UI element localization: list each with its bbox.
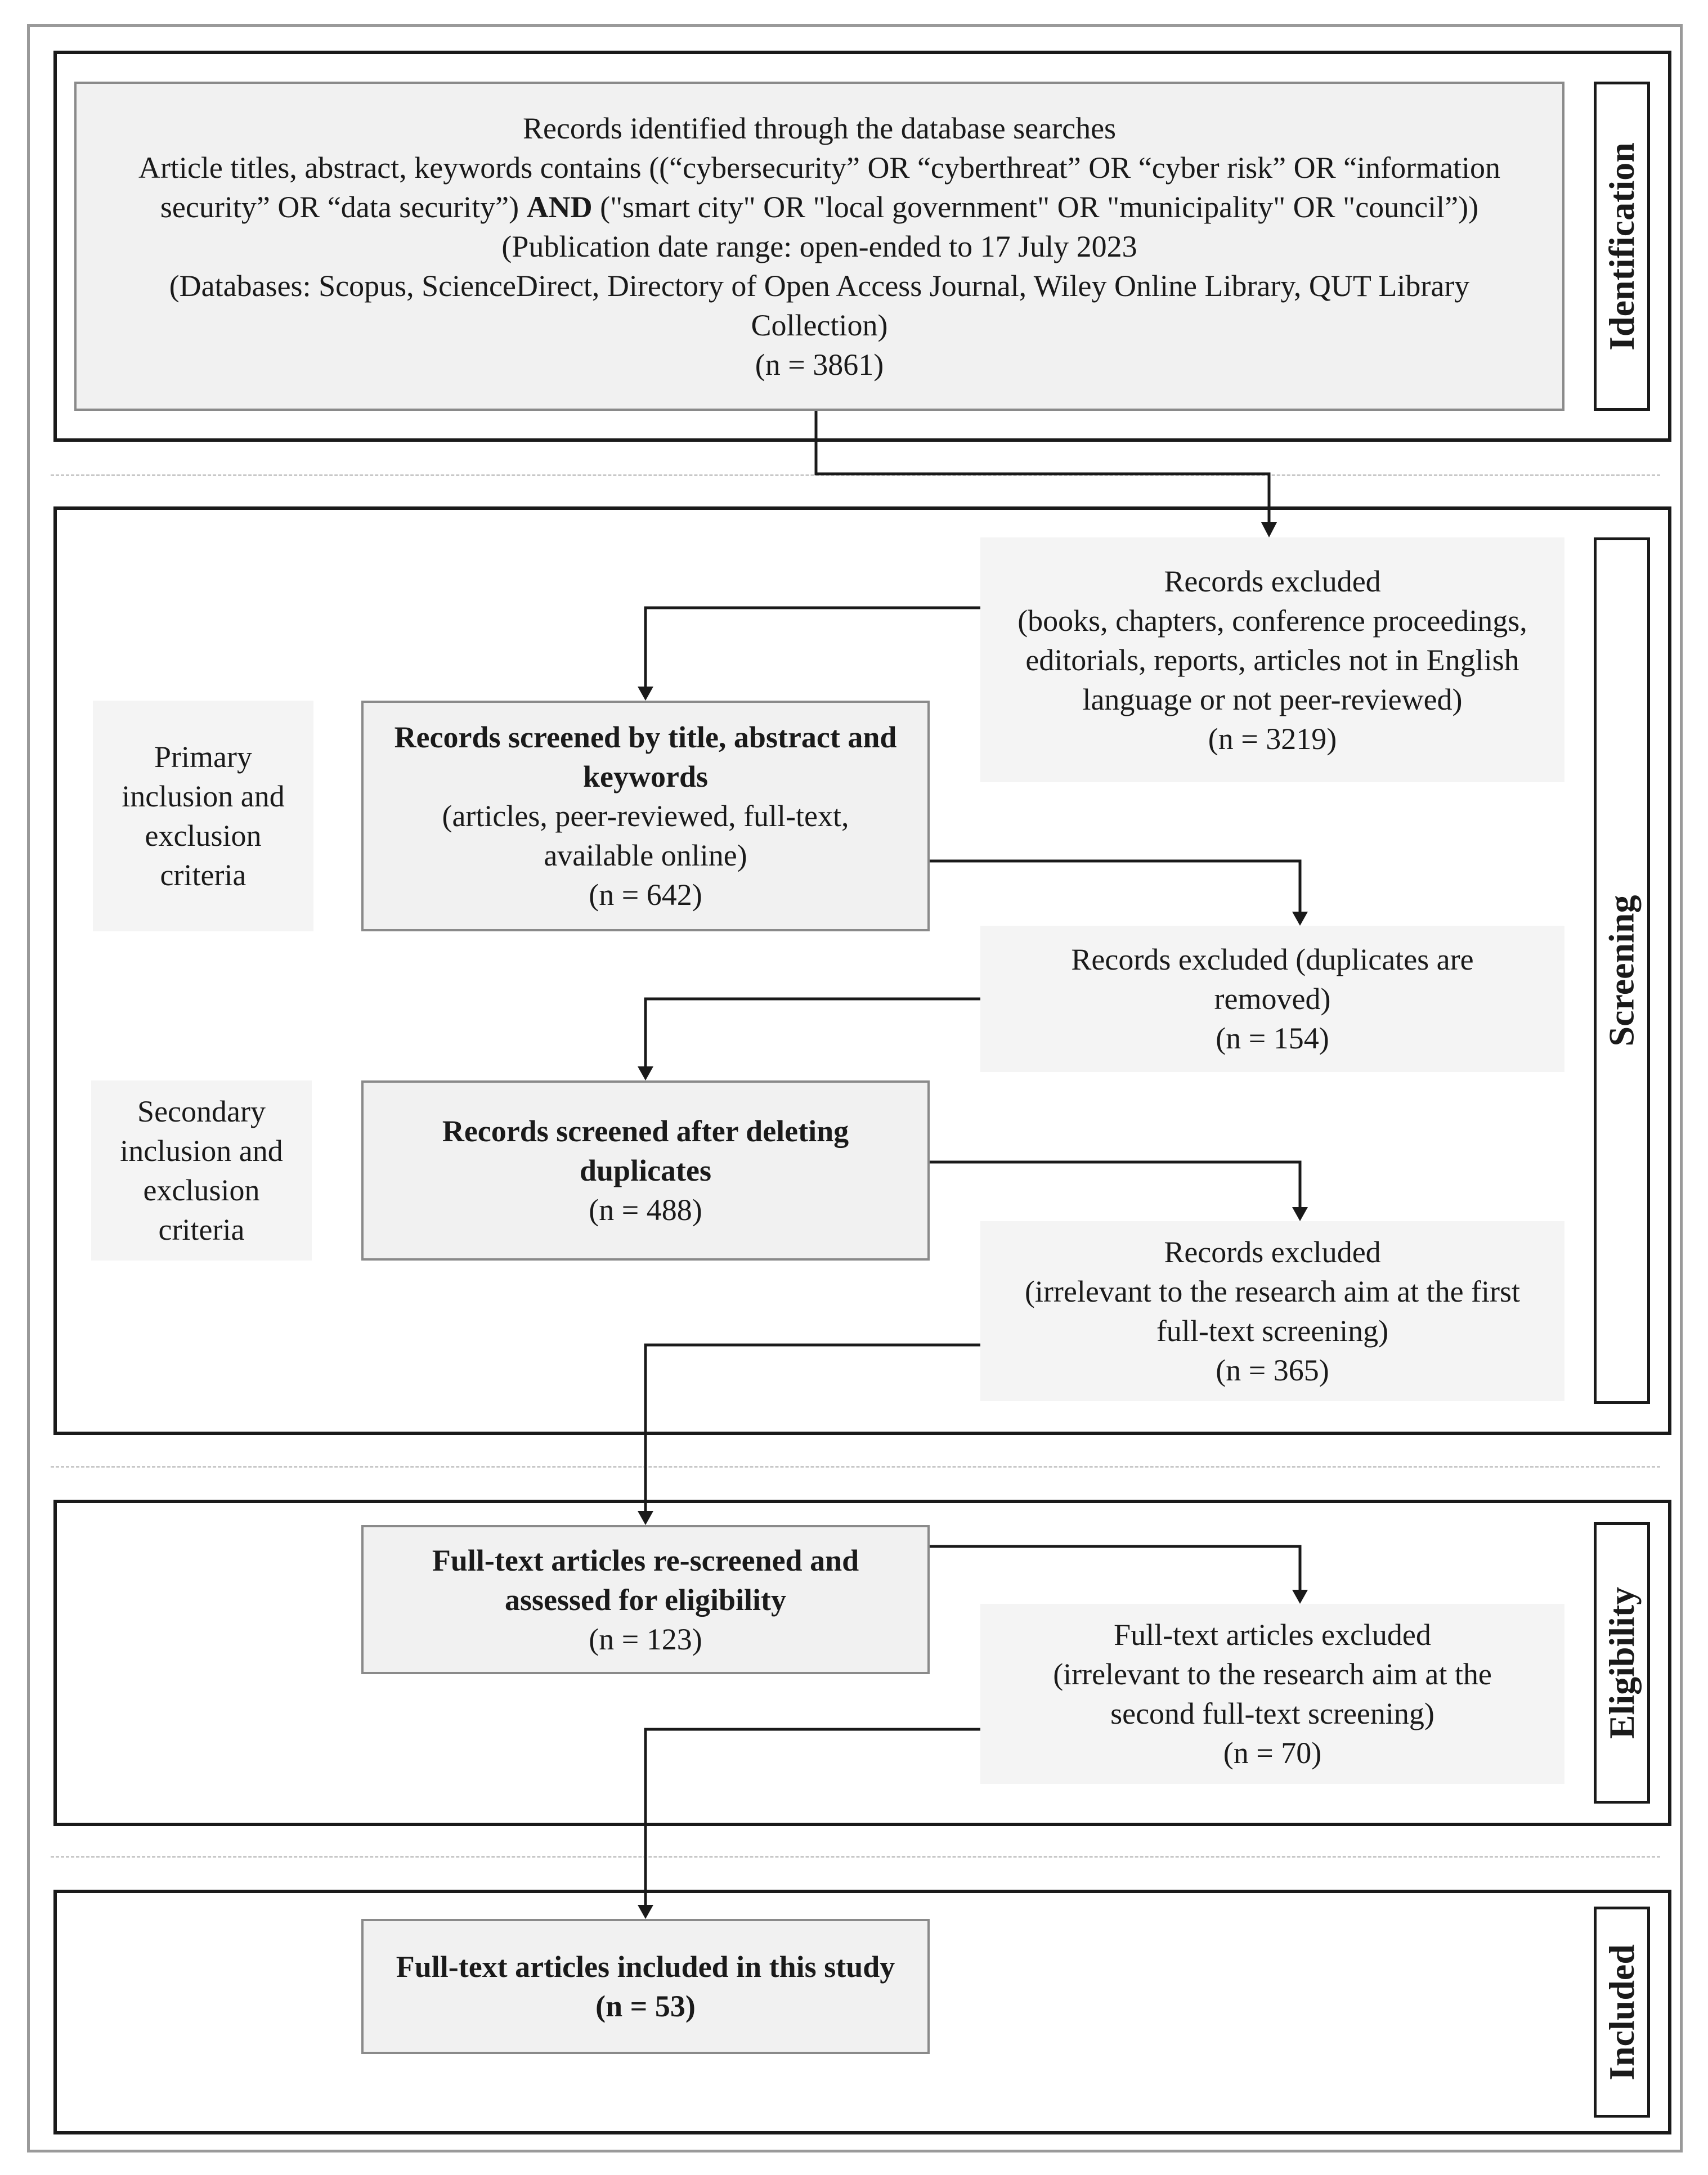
excluded-1-line-3: editorials, reports, articles not in Eng…	[1025, 643, 1519, 677]
screened-dedup-bold-2: duplicates	[579, 1154, 712, 1187]
separator-2	[51, 1466, 1660, 1468]
identification-and-operator: AND	[526, 190, 593, 224]
excluded-3-line-3: full-text screening)	[1156, 1314, 1389, 1348]
identification-line-6: Collection)	[751, 308, 888, 342]
screened-title-line-4: available online)	[544, 838, 747, 872]
screened-title-box: Records screened by title, abstract and …	[361, 701, 930, 931]
secondary-criteria-box: Secondary inclusion and exclusion criter…	[91, 1080, 312, 1261]
arrowhead-5	[1292, 1207, 1308, 1221]
excluded-box-1: Records excluded (books, chapters, confe…	[980, 537, 1564, 782]
arrowhead-3	[1292, 912, 1308, 926]
excluded-2-line-2: removed)	[1214, 982, 1331, 1016]
excluded-4-line-3: second full-text screening)	[1110, 1697, 1434, 1730]
arrow-excluded-1-to-screened-title	[644, 606, 980, 691]
screened-title-bold-1: Records screened by title, abstract and	[394, 720, 897, 754]
arrowhead-4	[638, 1066, 653, 1080]
excluded-3-line-2: (irrelevant to the research aim at the f…	[1024, 1275, 1521, 1308]
arrowhead-6	[638, 1511, 653, 1525]
arrow-screened-dedup-to-excluded-3	[930, 1160, 1302, 1212]
excluded-2-line-1: Records excluded (duplicates are	[1071, 943, 1474, 976]
secondary-criteria-line-1: Secondary	[137, 1095, 266, 1128]
excluded-4-line-2: (irrelevant to the research aim at the	[1053, 1657, 1492, 1691]
identification-line-3: security” OR “data security”) AND ("smar…	[160, 187, 1478, 227]
excluded-1-count: (n = 3219)	[1208, 721, 1337, 756]
secondary-criteria-line-4: criteria	[158, 1213, 245, 1246]
stage-label-identification: Identification	[1594, 82, 1650, 411]
screened-dedup-count: (n = 488)	[589, 1193, 702, 1227]
rescreened-bold-1: Full-text articles re-screened and	[432, 1543, 859, 1577]
screened-title-bold-2: keywords	[582, 760, 708, 793]
excluded-4-count: (n = 70)	[1223, 1736, 1322, 1770]
arrow-excluded-3-to-rescreened	[644, 1343, 980, 1515]
stage-label-screening: Screening	[1594, 537, 1650, 1404]
excluded-box-2: Records excluded (duplicates are removed…	[980, 926, 1564, 1072]
primary-criteria-line-2: inclusion and	[122, 779, 285, 813]
identification-count: (n = 3861)	[755, 347, 884, 382]
secondary-criteria-line-3: exclusion	[143, 1173, 260, 1207]
stage-label-eligibility: Eligibility	[1594, 1522, 1650, 1804]
excluded-1-line-2: (books, chapters, conference proceedings…	[1017, 603, 1527, 638]
identification-line-4: (Publication date range: open-ended to 1…	[501, 229, 1137, 263]
arrow-screened-title-to-excluded-2	[930, 859, 1302, 916]
primary-criteria-line-1: Primary	[154, 740, 252, 774]
primary-criteria-line-3: exclusion	[145, 819, 262, 853]
excluded-box-4: Full-text articles excluded (irrelevant …	[980, 1604, 1564, 1784]
primary-criteria-box: Primary inclusion and exclusion criteria	[93, 701, 313, 931]
excluded-3-line-1: Records excluded	[1164, 1235, 1381, 1269]
identification-line-3b: ("smart city" OR "local government" OR "…	[592, 190, 1479, 224]
included-count: (n = 53)	[595, 1989, 696, 2023]
excluded-2-count: (n = 154)	[1216, 1021, 1329, 1055]
identification-line-5: (Databases: Scopus, ScienceDirect, Direc…	[169, 268, 1470, 303]
excluded-4-line-1: Full-text articles excluded	[1114, 1618, 1431, 1652]
arrow-rescreened-to-excluded-4	[930, 1545, 1302, 1594]
arrow-excluded-4-to-included	[644, 1728, 980, 1909]
arrow-identification-to-excluded-1	[814, 411, 1271, 532]
arrowhead-7	[1292, 1590, 1308, 1604]
arrowhead-8	[638, 1905, 653, 1919]
identification-line-3a: security” OR “data security”)	[160, 190, 527, 224]
excluded-box-3: Records excluded (irrelevant to the rese…	[980, 1221, 1564, 1401]
rescreened-box: Full-text articles re-screened and asses…	[361, 1525, 930, 1674]
arrowhead-2	[638, 687, 653, 701]
screened-title-count: (n = 642)	[589, 878, 702, 912]
identification-line-2: Article titles, abstract, keywords conta…	[138, 150, 1501, 185]
primary-criteria-line-4: criteria	[160, 858, 246, 892]
arrow-excluded-2-to-screened-dedup	[644, 997, 980, 1071]
included-bold-1: Full-text articles included in this stud…	[396, 1950, 895, 1984]
arrowhead-1	[1261, 522, 1277, 537]
included-box: Full-text articles included in this stud…	[361, 1919, 930, 2054]
secondary-criteria-line-2: inclusion and	[120, 1134, 283, 1168]
excluded-1-line-4: language or not peer-reviewed)	[1082, 682, 1463, 716]
excluded-1-line-1: Records excluded	[1164, 564, 1381, 598]
stage-label-included: Included	[1594, 1907, 1650, 2118]
identification-box: Records identified through the database …	[74, 82, 1564, 411]
excluded-3-count: (n = 365)	[1216, 1353, 1329, 1387]
rescreened-bold-2: assessed for eligibility	[504, 1582, 786, 1617]
screened-dedup-box: Records screened after deleting duplicat…	[361, 1080, 930, 1261]
screened-title-line-3: (articles, peer-reviewed, full-text,	[442, 799, 849, 833]
figure-frame	[27, 24, 1683, 2152]
separator-3	[51, 1856, 1660, 1858]
screened-dedup-bold-1: Records screened after deleting	[442, 1114, 849, 1148]
rescreened-count: (n = 123)	[589, 1622, 702, 1656]
identification-line-1: Records identified through the database …	[522, 111, 1117, 145]
